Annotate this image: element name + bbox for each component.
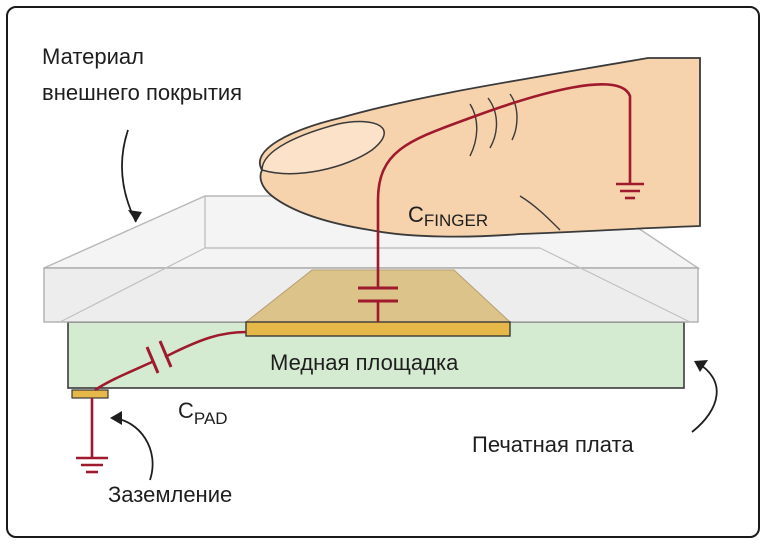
finger-ground-icon: [616, 182, 644, 200]
overlay-inner-edge: [59, 247, 206, 323]
pad-wire: [164, 330, 247, 359]
knuckle-crease: [487, 97, 498, 149]
finger-shape: [259, 57, 701, 238]
overlay-inner-edge: [539, 247, 691, 323]
knuckle-crease: [519, 195, 561, 231]
copper-pad-label: Медная площадка: [270, 350, 459, 375]
pad-capacitor-plate-right: [158, 340, 173, 368]
fingernail: [261, 120, 385, 175]
knuckle-crease: [469, 103, 478, 157]
pcb-callout-arrow: [691, 361, 718, 433]
finger-wire: [376, 83, 632, 288]
copper-pad: [245, 321, 511, 337]
knuckle-crease: [509, 93, 518, 141]
ground-arrowhead: [110, 411, 122, 425]
ground-icon: [76, 456, 108, 474]
pad-capacitor-plate-left: [145, 346, 160, 374]
overlay-arrowhead: [128, 210, 142, 222]
overlay-callout-arrow: [120, 129, 137, 223]
overlay-label-line2: внешнего покрытия: [42, 80, 242, 105]
pcb-label: Печатная плата: [472, 432, 634, 457]
ground-label: Заземление: [108, 482, 232, 507]
pcb-arrowhead: [694, 360, 708, 372]
cap-pad-label: CPAD: [178, 398, 228, 428]
ground-pad: [71, 389, 109, 399]
pad-wire-lower: [94, 360, 153, 392]
overlay-label-line1: Материал: [42, 44, 144, 69]
cap-finger-label: CFINGER: [408, 202, 488, 230]
ground-callout-arrow: [111, 417, 154, 481]
